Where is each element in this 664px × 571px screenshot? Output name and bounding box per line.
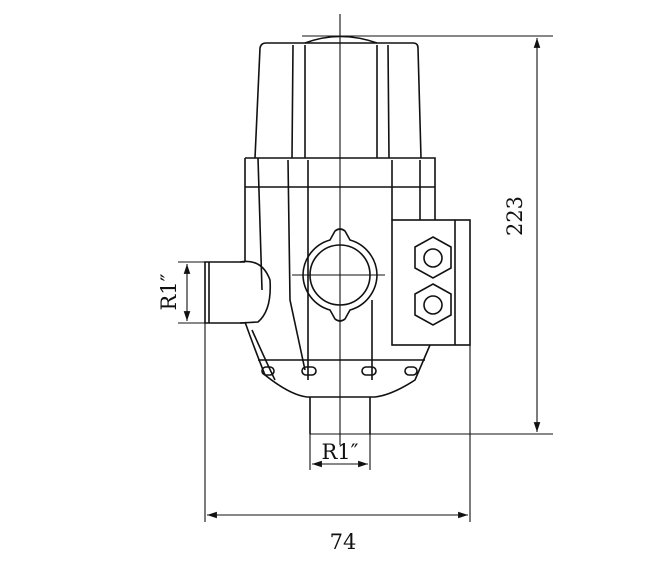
width-dimension-label: 74: [330, 530, 357, 554]
pressure-gauge-port: [292, 228, 385, 322]
bottom-outlet: [309, 397, 371, 434]
bottom-ribs: [261, 366, 418, 376]
height-dimension-label: 223: [503, 196, 527, 236]
cable-gland-box: [391, 219, 471, 346]
side-inlet: [204, 260, 272, 324]
dimension-lines: [178, 35, 553, 522]
inlet-thread-label: R1″: [157, 273, 181, 310]
cable-gland-icon: [414, 236, 452, 279]
top-cap: [254, 35, 422, 159]
cable-gland-icon: [414, 283, 452, 326]
outlet-thread-label: R1″: [321, 440, 358, 464]
housing-body: [244, 157, 436, 398]
